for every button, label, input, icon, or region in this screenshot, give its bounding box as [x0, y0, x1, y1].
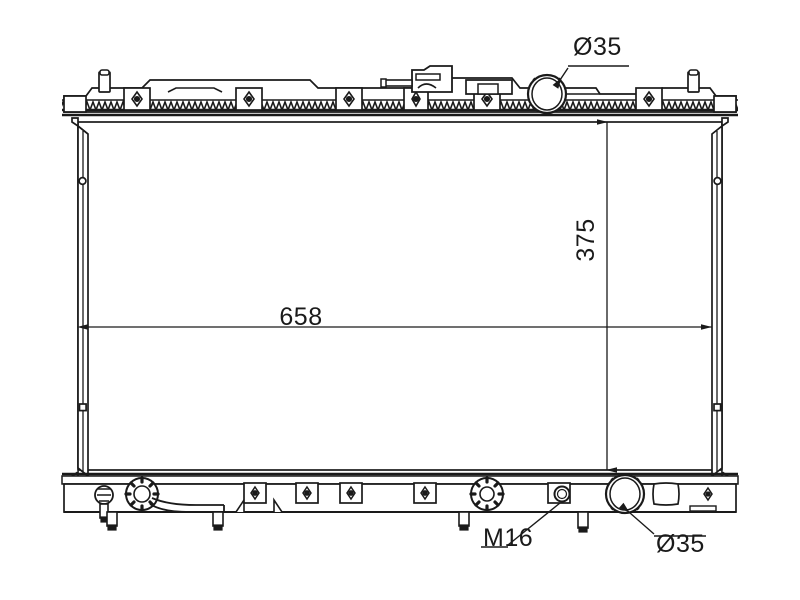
bottom-tank-bracket: [339, 482, 363, 504]
top-tank-bracket: [123, 87, 151, 111]
hose-fitting: [124, 476, 225, 513]
bottom-tank-end-boss: [689, 486, 717, 512]
right-rail-lower-hole: [713, 403, 722, 412]
leader-m16-thread: [481, 502, 561, 548]
inlet-diameter-label: Ø35: [573, 33, 622, 61]
top-tank-outlet-boss: [465, 79, 513, 95]
radiator-core-panel: [77, 121, 723, 471]
top-left-mounting-pin: [98, 69, 111, 93]
bottom-mounting-pin: [106, 511, 118, 531]
bottom-tank: [61, 472, 739, 533]
bottom-mounting-pin: [458, 511, 470, 531]
top-tank-bracket: [335, 87, 363, 111]
right-rail-upper-hole: [713, 176, 722, 186]
left-rail-lower-hole: [78, 403, 87, 412]
outlet-diameter-label: Ø35: [656, 530, 705, 558]
drain-cock: [94, 485, 114, 523]
height-dimension-label: 375: [572, 218, 600, 261]
right-side-rail: [711, 117, 729, 481]
leader-inlet-diameter: [552, 65, 629, 89]
top-right-mounting-pin: [687, 69, 700, 93]
top-tank: [62, 65, 738, 117]
bottom-mounting-pin: [577, 511, 589, 533]
leader-outlet-diameter: [619, 502, 706, 537]
top-tank-bracket: [235, 87, 263, 111]
left-side-rail: [71, 117, 89, 481]
bottom-mounting-pin: [212, 511, 224, 531]
top-tank-bracket: [403, 87, 429, 111]
width-dimension-label: 658: [279, 303, 322, 331]
bottom-tank-rosette-fitting: [469, 476, 505, 512]
filler-neck-cap: [380, 65, 453, 93]
left-rail-upper-hole: [78, 176, 87, 186]
m16-drain-hole: [553, 485, 571, 503]
bottom-tank-bracket: [243, 482, 267, 504]
bottom-tank-bracket: [295, 482, 319, 504]
radiator-assembly: [61, 65, 739, 548]
bottom-tank-bracket: [413, 482, 437, 504]
bottom-tank-square-pad: [652, 482, 680, 506]
outlet-port: [604, 473, 646, 515]
thread-size-label: M16: [483, 524, 533, 552]
top-tank-bracket: [635, 87, 663, 111]
